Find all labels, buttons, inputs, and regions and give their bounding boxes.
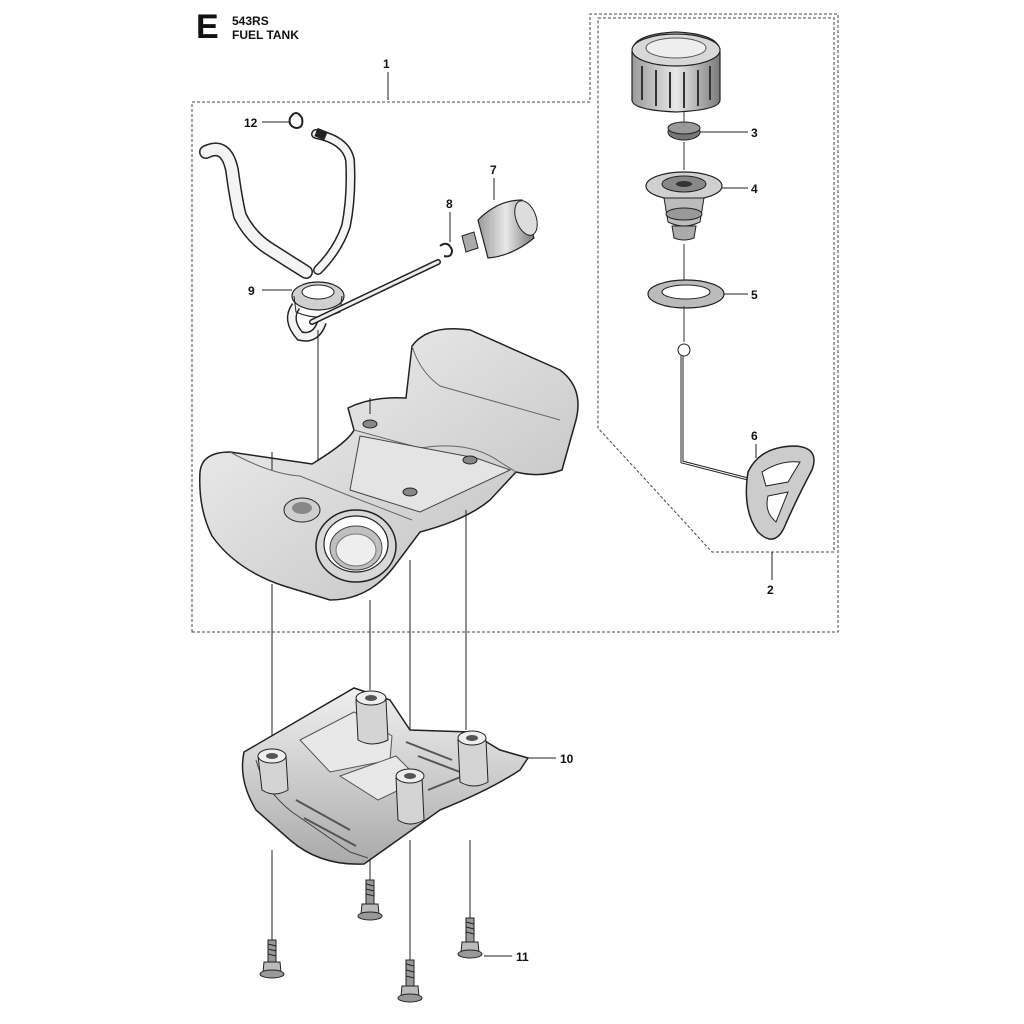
fuel-tank — [199, 327, 579, 601]
callout-4: 4 — [751, 182, 758, 196]
callout-3: 3 — [751, 126, 758, 140]
screw-4 — [457, 917, 483, 959]
callout-10: 10 — [560, 752, 574, 766]
callout-2: 2 — [767, 583, 774, 597]
diagram-title: FUEL TANK — [232, 28, 299, 42]
callout-5: 5 — [751, 288, 758, 302]
fuel-cap — [631, 31, 721, 113]
callout-7: 7 — [490, 163, 497, 177]
retainer-cord — [677, 343, 815, 540]
vent-valve — [645, 171, 723, 241]
callout-9: 9 — [248, 284, 255, 298]
assembly-box-cap — [597, 17, 835, 553]
screw-1 — [259, 939, 285, 979]
fuel-filter — [461, 199, 538, 259]
callout-11: 11 — [516, 950, 529, 964]
filter-clip — [439, 242, 454, 258]
cap-seal — [667, 121, 701, 141]
screw-2 — [357, 879, 383, 921]
fuel-hose — [199, 127, 356, 342]
callout-12: 12 — [244, 116, 258, 130]
callout-6: 6 — [751, 429, 758, 443]
tank-filler-neck — [315, 509, 397, 583]
callout-8: 8 — [446, 197, 453, 211]
model-number: 543RS — [232, 14, 269, 28]
hose-clip — [288, 112, 304, 130]
callout-1: 1 — [383, 57, 390, 71]
skid-plate — [241, 687, 530, 865]
grommet — [291, 281, 345, 318]
screw-3 — [397, 959, 423, 1003]
assembly-box-tank — [191, 13, 839, 633]
washer — [647, 279, 725, 309]
section-letter: E — [196, 8, 219, 46]
